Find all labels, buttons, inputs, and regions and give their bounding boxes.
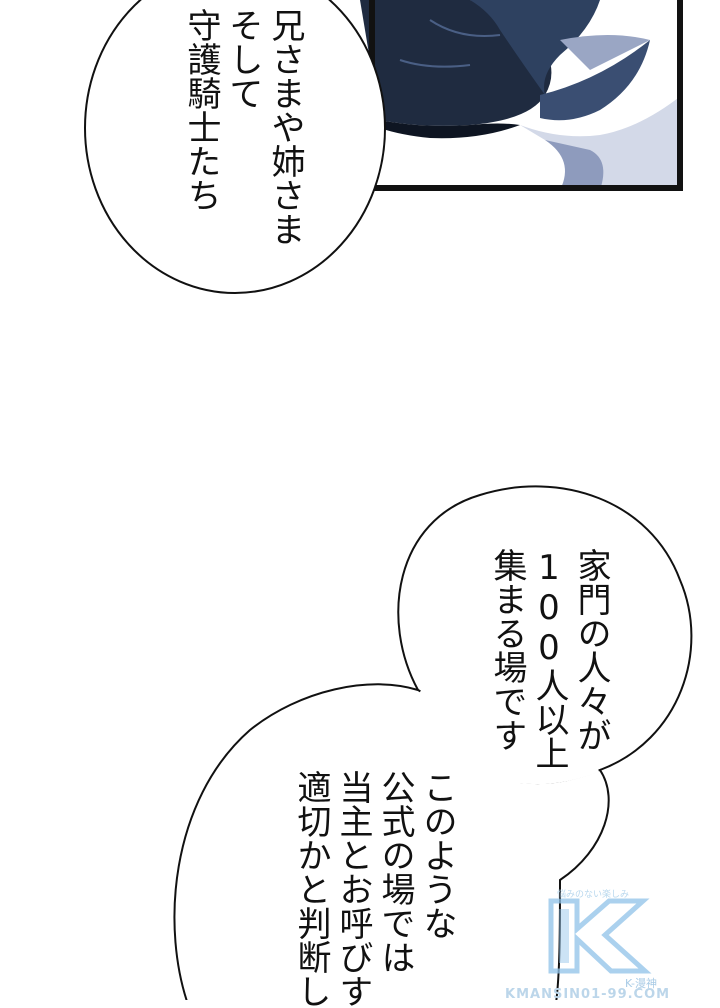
speech-line: そして bbox=[223, 8, 263, 110]
speech-line: 当主とお呼びす bbox=[333, 770, 373, 1008]
speech-line: 兄さまや姉さま bbox=[265, 8, 305, 246]
watermark-tagline: 悩みのない楽しみ bbox=[557, 890, 630, 900]
panel-frame bbox=[360, 0, 683, 191]
watermark: 悩みのない楽しみ K-漫神 KMANSIN01-99.COM bbox=[505, 875, 720, 1002]
speech-line: 集まる場です bbox=[487, 548, 527, 752]
speech-text-bottom: このような 公式の場では 当主とお呼びす 適切かと判断し bbox=[290, 770, 458, 1008]
watermark-sub: K-漫神 bbox=[625, 977, 658, 990]
speech-line: 公式の場では bbox=[375, 770, 415, 974]
speech-line: 100人以上 bbox=[529, 548, 569, 770]
speech-text-top-left: 兄さまや姉さま そして 守護騎士たち bbox=[180, 8, 306, 246]
speech-line: 守護騎士たち bbox=[181, 8, 221, 212]
speech-line: このような bbox=[417, 770, 457, 940]
speech-text-middle-right: 家門の人々が 100人以上 集まる場です bbox=[486, 548, 612, 770]
watermark-url: KMANSIN01-99.COM bbox=[505, 987, 671, 1002]
speech-line: 家門の人々が bbox=[571, 548, 611, 752]
watermark-logo-k-icon bbox=[548, 898, 652, 974]
speech-line: 適切かと判断し bbox=[291, 770, 331, 1008]
